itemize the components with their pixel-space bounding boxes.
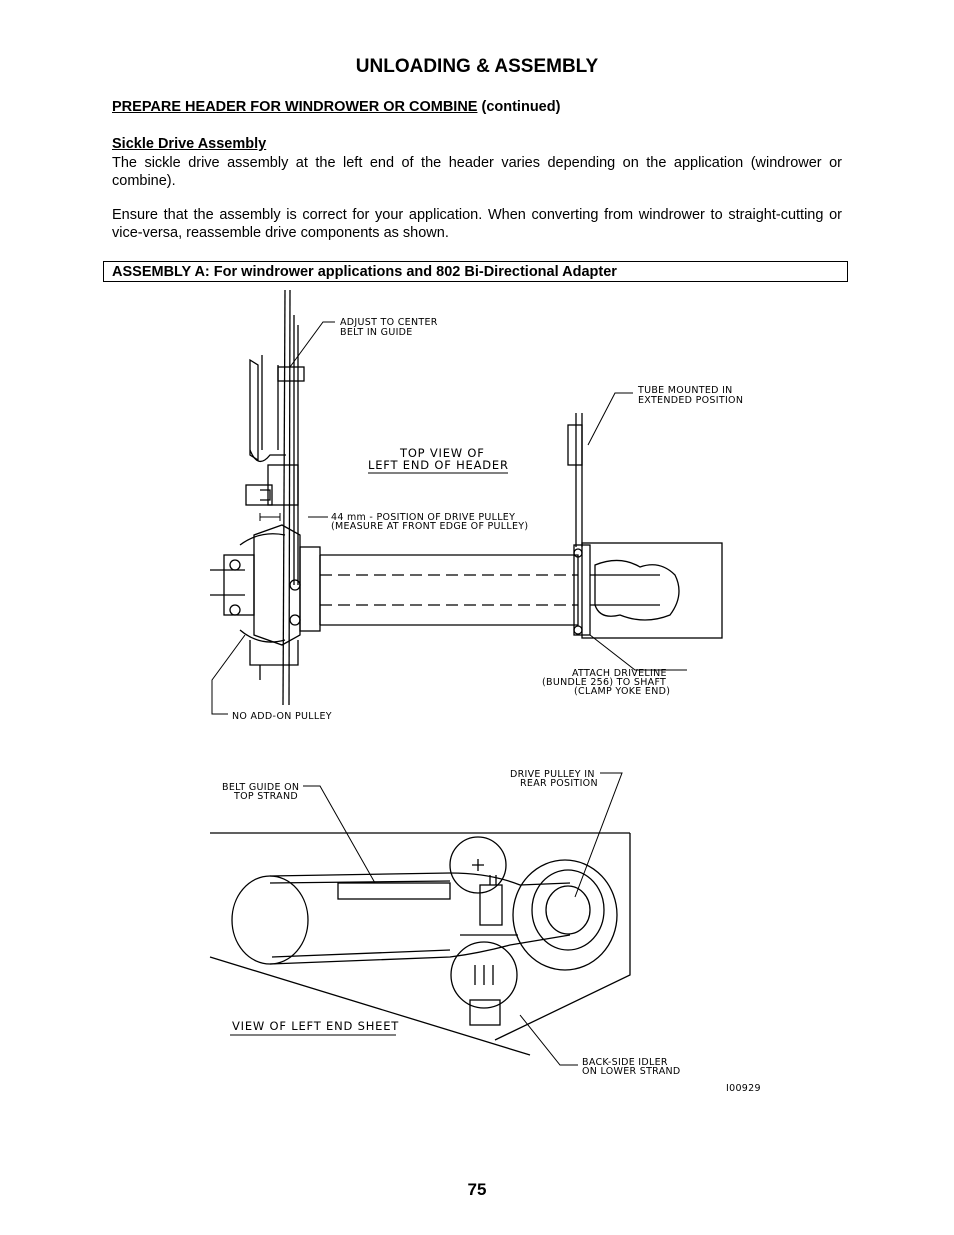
- idler-line2: ON LOWER STRAND: [582, 1066, 681, 1077]
- end-view-label: VIEW OF LEFT END SHEET: [232, 1019, 399, 1033]
- end-view-leaders: [303, 772, 623, 1066]
- section-heading-suffix: (continued): [477, 99, 561, 115]
- drive-pulley-line2: REAR POSITION: [520, 778, 598, 789]
- section-heading: PREPARE HEADER FOR WINDROWER OR COMBINE …: [112, 99, 560, 115]
- belt-guide-line1: BELT GUIDE ON: [222, 782, 299, 793]
- top-view-leaders: [211, 321, 687, 715]
- subsection-heading: Sickle Drive Assembly: [112, 136, 267, 152]
- page-title: UNLOADING & ASSEMBLY: [355, 56, 599, 77]
- top-view-drawing: [210, 289, 723, 706]
- tube-label-line1: TUBE MOUNTED IN: [637, 385, 733, 396]
- end-view-drawing: [209, 832, 631, 1056]
- driveline-line2: (BUNDLE 256) TO SHAFT: [542, 677, 666, 688]
- top-view-label-line1: TOP VIEW OF: [399, 446, 485, 460]
- adjust-label-line1: ADJUST TO CENTER: [340, 317, 438, 328]
- assembly-diagram-svg: ADJUST TO CENTER BELT IN GUIDE TUBE MOUN…: [209, 289, 761, 1094]
- paragraph-1: The sickle drive assembly at the left en…: [112, 155, 842, 189]
- paragraph-2: Ensure that the assembly is correct for …: [112, 207, 842, 241]
- tube-label-line2: EXTENDED POSITION: [638, 395, 743, 406]
- adjust-label-line2: BELT IN GUIDE: [340, 327, 413, 338]
- page-number: 75: [467, 1180, 487, 1199]
- belt-guide-line2: TOP STRAND: [233, 791, 298, 802]
- assembly-box-title: ASSEMBLY A: For windrower applications a…: [103, 261, 848, 282]
- pulley-position-line2: (MEASURE AT FRONT EDGE OF PULLEY): [331, 521, 528, 532]
- driveline-line3: (CLAMP YOKE END): [574, 686, 670, 697]
- no-addon-label: NO ADD-ON PULLEY: [232, 711, 332, 722]
- section-heading-main: PREPARE HEADER FOR WINDROWER OR COMBINE: [112, 99, 478, 115]
- assembly-diagram: ADJUST TO CENTER BELT IN GUIDE TUBE MOUN…: [190, 285, 780, 1095]
- top-view-label-line2: LEFT END OF HEADER: [368, 458, 509, 472]
- pulley-position-line1: 44 mm - POSITION OF DRIVE PULLEY: [331, 512, 515, 523]
- figure-id: I00929: [726, 1083, 761, 1094]
- idler-line1: BACK-SIDE IDLER: [582, 1057, 668, 1068]
- driveline-line1: ATTACH DRIVELINE: [572, 668, 667, 679]
- drive-pulley-line1: DRIVE PULLEY IN: [510, 769, 595, 780]
